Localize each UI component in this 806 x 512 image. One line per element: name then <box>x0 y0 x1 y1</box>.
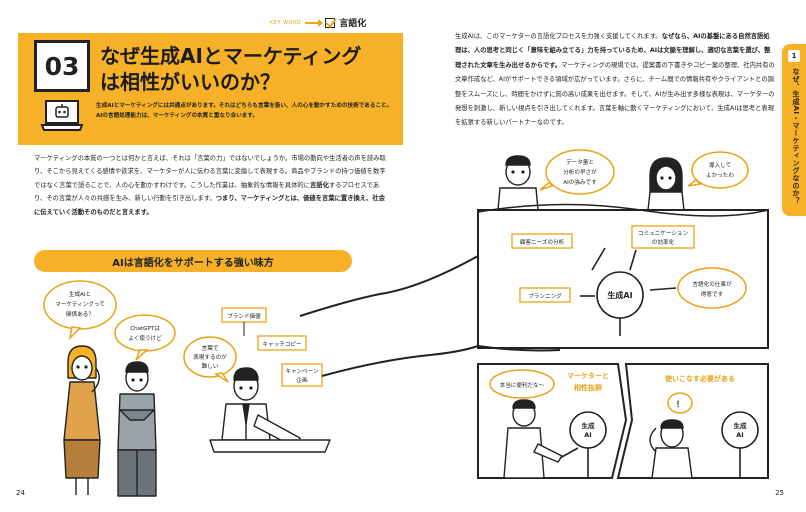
man-figure <box>117 361 157 497</box>
body-p1: マーケティングの本質の一つとは何かと言えば、それは「言葉の力」ではないでしょうか… <box>34 155 386 189</box>
bubble-right-woman-line2: よかったわ <box>706 172 734 179</box>
bubble-man: ChatGPTは よく使うけど <box>114 314 176 361</box>
keyword-label: KEY WORD <box>270 19 302 26</box>
left-body-text: マーケティングの本質の一つとは何かと言えば、それは「言葉の力」ではないでしょうか… <box>34 152 386 219</box>
left-page: KEY WORD 言語化 03 なぜ生成AIとマーケティング は相性がいいのか？… <box>0 0 403 512</box>
chapter-number: 1 <box>788 50 800 62</box>
tag-copy: キャッチコピー <box>257 335 307 351</box>
bubble-woman-line1: 生成AIと <box>69 290 91 298</box>
arrow-icon <box>305 18 324 27</box>
bubble-worker-line1: 言葉で <box>202 344 219 352</box>
tag-copy-text: キャッチコピー <box>262 341 302 348</box>
bubble-man-line2: よく使うけど <box>128 334 162 342</box>
title-line-1: なぜ生成AIとマーケティング <box>100 44 362 68</box>
bubble-doubt-text: 本当に便利だな～ <box>500 381 545 389</box>
exclaim-text: ！ <box>676 400 684 409</box>
right-p2: マーケティングの現場では、提案書の下書きやコピー案の整理、社内共有の文章作成など… <box>455 61 775 127</box>
bubble-woman: 生成AIと マーケティングって 関係ある？ <box>43 280 117 341</box>
bubble-right-woman: 導入して よかったわ <box>687 151 749 189</box>
folio-right: 25 <box>775 489 784 497</box>
keyword-text: 言語化 <box>339 19 367 29</box>
bubble-worker-line3: 難しい <box>202 362 219 370</box>
tag-needs-text: 顧客ニーズの分析 <box>520 238 565 246</box>
bubble-worker-line2: 表現するのが <box>193 353 227 361</box>
body-p1-cont: するプロセスであり、その言葉が人々の共感を生み、新しい行動を引き出します。 <box>34 181 380 203</box>
section-number: 03 <box>44 51 80 81</box>
tag-campaign: キャンペーン 企画 <box>281 363 323 387</box>
bubble-ai-language: 言語化の仕事が 得意です <box>677 267 747 309</box>
panel-connector <box>477 345 561 352</box>
right-bold: なぜなら、AIの基盤にある自然言語処理は、人の思考と同じく「意味を組み立てる」力… <box>455 33 771 69</box>
body-bold-2: つまり、マーケティングとは、価値を言葉に置き換え、社会に伝えていく活動そのものだ… <box>34 195 385 216</box>
ai-small-1-line2: AI <box>584 431 591 439</box>
woman-figure <box>63 345 101 495</box>
ai-robot-main: 生成AI <box>580 247 677 336</box>
checkbox-icon <box>325 17 336 28</box>
section-lead: 生成AIとマーケティングには共通点があります。それはどちらも言葉を扱い、人の心を… <box>96 103 393 119</box>
bubble-right-man-line2: 分析の早さが <box>563 168 597 176</box>
tag-comm-line2: の効率化 <box>652 238 675 246</box>
connector-lines <box>299 255 479 377</box>
tag-comm: コミュニケーション の効率化 <box>631 225 695 249</box>
ai-main-label: 生成AI <box>607 290 632 300</box>
ai-small-2-line2: AI <box>736 431 743 439</box>
body-bold-1: 言語化 <box>310 181 329 189</box>
title-line-2: は相性がいいのか？ <box>100 70 280 94</box>
ai-small-1-line1: 生成 <box>582 421 596 430</box>
chapter-title: なぜ、生成AI・マーケティングなのか？ <box>792 68 800 205</box>
thinking-man <box>649 419 693 479</box>
caption-need: 使いこなす必要がある <box>664 374 735 383</box>
bubble-right-man-line1: データ量と <box>566 158 594 166</box>
caption-match-line1: マーケターと <box>567 371 609 380</box>
handshake-man <box>503 399 564 479</box>
ai-robot-small-1: 生成 AI <box>559 411 607 478</box>
chapter-side-tab: 1 なぜ、生成AI・マーケティングなのか？ <box>782 44 806 216</box>
exclaim-bubble: ！ <box>667 392 693 414</box>
right-woman-figure <box>647 157 685 211</box>
right-page: 生成AIは、このマーケターの言語化プロセスを力強く支援してくれます。なぜなら、A… <box>403 0 806 512</box>
tag-planning-text: プランニング <box>528 292 562 300</box>
desk-worker-figure <box>209 367 331 453</box>
tag-campaign-line1: キャンペーン <box>285 368 319 375</box>
bubble-right-man: データ量と 分析の早さが AIの強みです <box>539 149 615 195</box>
bubble-right-woman-line1: 導入して <box>709 161 731 169</box>
bubble-man-line1: ChatGPTは <box>130 325 160 332</box>
tag-planning: プランニング <box>519 287 571 303</box>
tag-brand: ブランド価値 <box>221 307 267 336</box>
right-body-text: 生成AIは、このマーケターの言語化プロセスを力強く支援してくれます。なぜなら、A… <box>455 30 775 131</box>
bubble-right-man-line3: AIの強みです <box>563 178 597 186</box>
ai-robot-small-2: 生成 AI <box>721 411 759 478</box>
section-title: なぜ生成AIとマーケティング は相性がいいのか？ <box>100 43 400 95</box>
laptop-ai-icon <box>40 100 84 131</box>
sub-heading-banner: AIは言語化をサポートする強い味方 <box>34 250 352 272</box>
bubble-worker: 言葉で 表現するのが 難しい <box>183 336 237 383</box>
title-banner: 03 なぜ生成AIとマーケティング は相性がいいのか？ 生成AIとマーケティング… <box>18 33 403 145</box>
sub-heading: AIは言語化をサポートする強い味方 <box>112 257 274 269</box>
tag-brand-text: ブランド価値 <box>227 312 261 320</box>
bubble-doubt: 本当に便利だな～ <box>489 369 555 399</box>
bubble-woman-line2: マーケティングって <box>55 300 105 308</box>
caption-match: マーケターと 相性抜群 <box>567 371 609 392</box>
tag-campaign-line2: 企画 <box>296 376 308 384</box>
ai-small-2-line1: 生成 <box>734 421 748 430</box>
right-man-figure <box>497 155 539 211</box>
bubble-ai-language-line1: 言語化の仕事が <box>692 280 732 288</box>
section-number-box: 03 <box>34 40 90 92</box>
keyword-header: KEY WORD 言語化 <box>270 16 366 29</box>
tag-needs: 顧客ニーズの分析 <box>511 233 573 249</box>
bubble-ai-language-line2: 得意です <box>701 290 724 298</box>
bubble-woman-line3: 関係ある？ <box>66 310 94 318</box>
tag-comm-line1: コミュニケーション <box>638 230 689 237</box>
caption-need-text: 使いこなす必要がある <box>664 374 735 383</box>
right-p1: 生成AIは、このマーケターの言語化プロセスを力強く支援してくれます。 <box>455 33 662 40</box>
folio-left: 24 <box>16 489 25 497</box>
caption-match-line2: 相性抜群 <box>574 383 602 392</box>
